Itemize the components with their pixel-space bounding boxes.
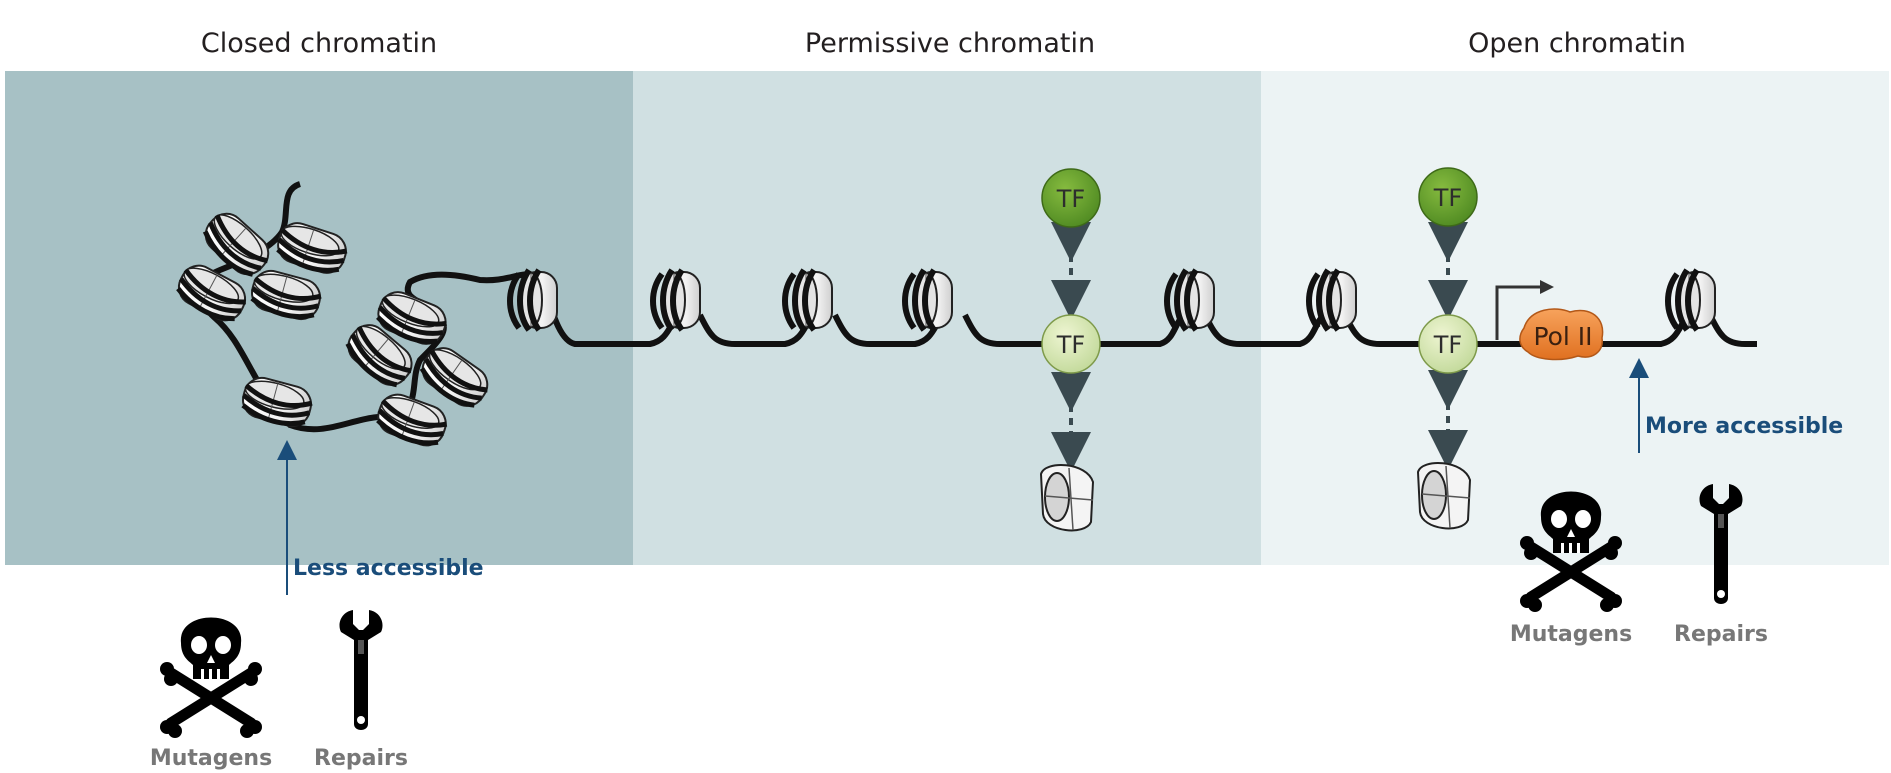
tf-free-permissive [1041,168,1101,228]
tf-label: TF [1433,184,1462,212]
legend-closed: Mutagens Repairs [150,610,408,771]
pol-ii [1519,308,1604,361]
repairs-label: Repairs [314,746,408,771]
mutagens-label: Mutagens [1510,622,1632,647]
open-tf-group: TF TF Pol II [1417,167,1604,530]
free-histone-octamer [1040,463,1094,532]
tf-bound-permissive [1041,314,1101,374]
closed-chromatin-fiber [173,181,541,450]
closed-chromatin-title: Closed chromatin [201,28,437,59]
less-accessible-label: Less accessible [293,556,484,581]
open-chromatin-title: Open chromatin [1468,28,1686,59]
skull-crossbones-icon [160,618,262,739]
permissive-tf-group: TF TF [1040,168,1101,532]
tf-free-open [1418,167,1478,227]
legend-open: Mutagens Repairs [1510,484,1768,647]
tf-label: TF [1433,331,1462,359]
free-histone-octamer [1417,461,1471,530]
tf-label: TF [1056,331,1085,359]
wrench-icon [339,610,383,730]
repairs-label: Repairs [1674,622,1768,647]
more-accessible-label: More accessible [1645,414,1843,439]
permissive-chromatin-title: Permissive chromatin [805,28,1095,59]
tf-bound-open [1418,314,1478,374]
pol-ii-label: Pol II [1533,322,1592,351]
transcription-start-arrow-icon [1495,285,1545,340]
mutagens-label: Mutagens [150,746,272,771]
tf-label: TF [1056,185,1085,213]
